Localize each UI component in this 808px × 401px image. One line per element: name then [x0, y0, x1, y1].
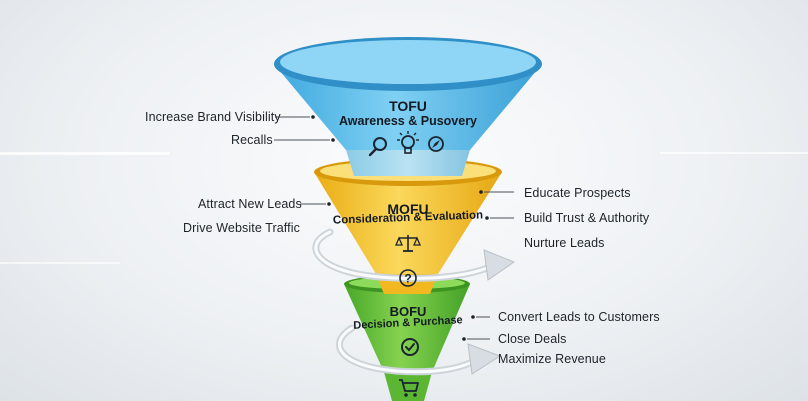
right-label-educate: Educate Prospects — [524, 186, 631, 200]
bg-streak — [660, 152, 808, 154]
right-label-trust: Build Trust & Authority — [524, 211, 650, 225]
question-icon: ? — [399, 269, 417, 287]
right-connectors — [462, 190, 514, 341]
lightbulb-icon — [397, 131, 419, 154]
bofu-title: BOFU — [389, 304, 427, 319]
search-icon — [368, 137, 387, 157]
mofu-title: MOFU — [387, 201, 429, 217]
bg-streak — [0, 262, 120, 264]
left-label-recalls: Recalls — [231, 133, 273, 147]
right-label-convert: Convert Leads to Customers — [498, 310, 660, 324]
left-label-attract-leads: Attract New Leads — [198, 197, 302, 211]
right-label-nurture: Nurture Leads — [524, 236, 605, 250]
bg-streak — [0, 152, 170, 155]
scales-icon — [395, 235, 421, 252]
tofu-section — [274, 37, 542, 176]
left-label-website-traffic: Drive Website Traffic — [183, 221, 300, 235]
left-label-brand-visibility: Increase Brand Visibility — [145, 110, 281, 124]
tofu-subtitle: Awareness & Pusovery — [338, 114, 478, 128]
compass-icon — [428, 136, 444, 152]
mofu-swirl-arrow — [312, 228, 516, 282]
checkmark-icon — [401, 338, 419, 356]
right-label-maximize-revenue: Maximize Revenue — [498, 352, 606, 366]
svg-text:?: ? — [404, 272, 411, 286]
bofu-swirl-arrow — [336, 324, 502, 376]
tofu-title: TOFU — [389, 98, 427, 114]
left-connectors — [274, 115, 335, 206]
right-label-close-deals: Close Deals — [498, 332, 567, 346]
cart-icon — [399, 379, 419, 397]
